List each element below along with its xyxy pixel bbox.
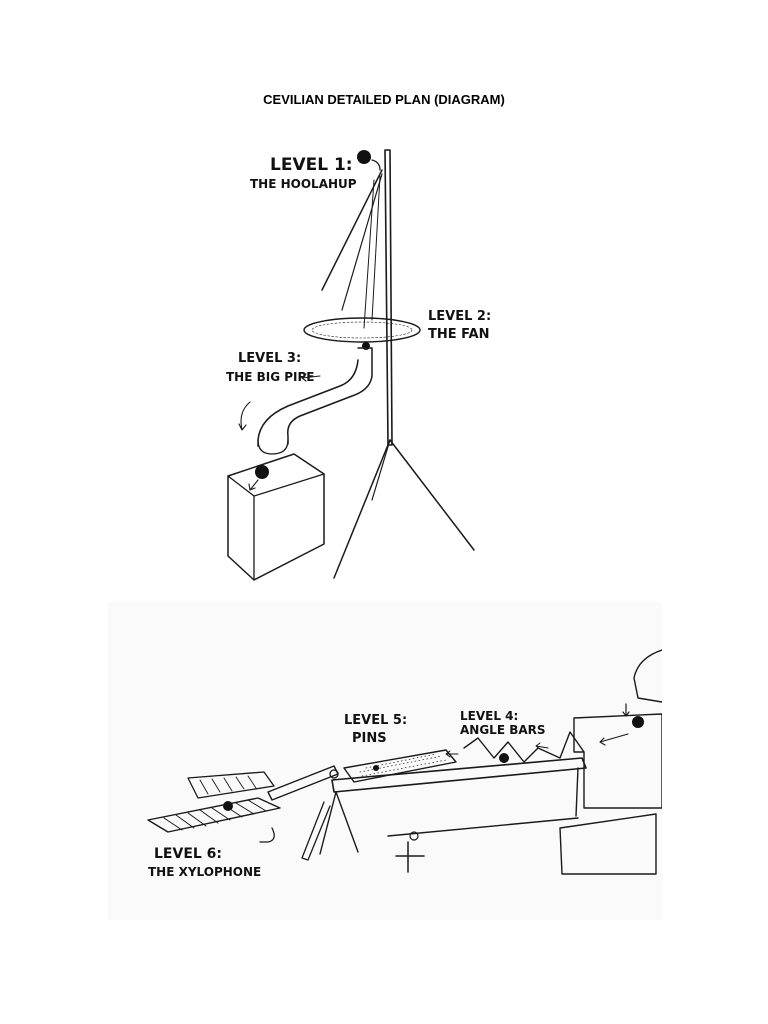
catch-box-edges	[227, 473, 325, 581]
level1-name: THE HOOLAHUP	[250, 177, 357, 191]
level5-name: PINS	[352, 731, 387, 746]
hoolahup-rail-inner	[341, 173, 383, 311]
arrow-upper-box	[599, 733, 629, 746]
ramp	[267, 765, 339, 801]
tripod-leg-left	[333, 439, 391, 579]
arrow-into-pipe	[301, 373, 321, 382]
table-wheel	[409, 831, 419, 841]
hoolahup-strings	[363, 175, 381, 329]
xylophone-bars	[163, 799, 267, 831]
table-leg-front	[301, 801, 331, 861]
level6-title: LEVEL 6:	[154, 846, 222, 862]
level2-title: LEVEL 2:	[428, 309, 491, 324]
level3-title: LEVEL 3:	[238, 351, 301, 366]
level5-title: LEVEL 5:	[344, 713, 407, 728]
support-box-upper	[573, 713, 662, 809]
pipe-nozzle	[257, 439, 289, 455]
arrow-pipe-exit	[238, 401, 251, 431]
arrow-drop	[622, 703, 630, 717]
ramp-joint	[329, 769, 339, 779]
ball-level3	[255, 465, 269, 479]
pipe-bottom-edge	[257, 359, 359, 447]
page-title: CEVILIAN DETAILED PLAN (DIAGRAM)	[263, 92, 505, 107]
table-stand	[395, 841, 425, 873]
bottom-sketch-panel: LEVEL 5: PINS LEVEL 4: ANGLE BARS LEVEL …	[108, 602, 662, 920]
ball-level5	[373, 765, 379, 771]
support-box-lower	[559, 813, 657, 875]
catch-box	[227, 453, 325, 581]
top-sketch-panel: LEVEL 1: THE HOOLAHUP LEVEL 2: THE FAN L…	[222, 140, 538, 586]
ball-level4	[499, 753, 509, 763]
ball-level4-start	[632, 716, 644, 728]
xylophone-handle	[259, 827, 275, 843]
xylophone-upper-bars	[199, 775, 257, 795]
level4-title: LEVEL 4:	[460, 709, 518, 723]
angle-bars	[463, 731, 585, 763]
tripod-leg-right	[389, 439, 475, 551]
arrow-into-pins	[445, 750, 459, 758]
top-sketch-drawing: LEVEL 1: THE HOOLAHUP LEVEL 2: THE FAN L…	[226, 149, 491, 581]
fan-disk-ridges	[311, 321, 413, 339]
arrow-ball-drop	[371, 159, 381, 171]
arrow-angle-bars	[535, 742, 549, 750]
bottom-sketch-drawing: LEVEL 5: PINS LEVEL 4: ANGLE BARS LEVEL …	[147, 649, 662, 879]
tripod-leg-back	[371, 439, 391, 501]
drop-mechanism	[633, 649, 662, 703]
xylophone-frame	[147, 797, 281, 833]
xylophone-upper	[187, 771, 275, 799]
ball-level1	[357, 150, 371, 164]
pins-board	[343, 749, 457, 783]
table-frame	[319, 767, 579, 855]
level2-name: THE FAN	[428, 327, 489, 342]
level4-name: ANGLE BARS	[460, 723, 546, 737]
level1-title: LEVEL 1:	[270, 155, 353, 175]
hoolahup-rail-outer	[321, 169, 383, 291]
stand-pole	[384, 149, 393, 446]
ball-level2	[362, 342, 370, 350]
fan-disk	[303, 317, 421, 343]
table-top	[331, 757, 587, 793]
level3-name: THE BIG PIPE	[226, 370, 315, 384]
ball-level6	[223, 801, 233, 811]
pipe-top-edge	[287, 347, 373, 445]
level6-name: THE XYLOPHONE	[148, 865, 261, 879]
arrow-into-box	[248, 479, 259, 491]
